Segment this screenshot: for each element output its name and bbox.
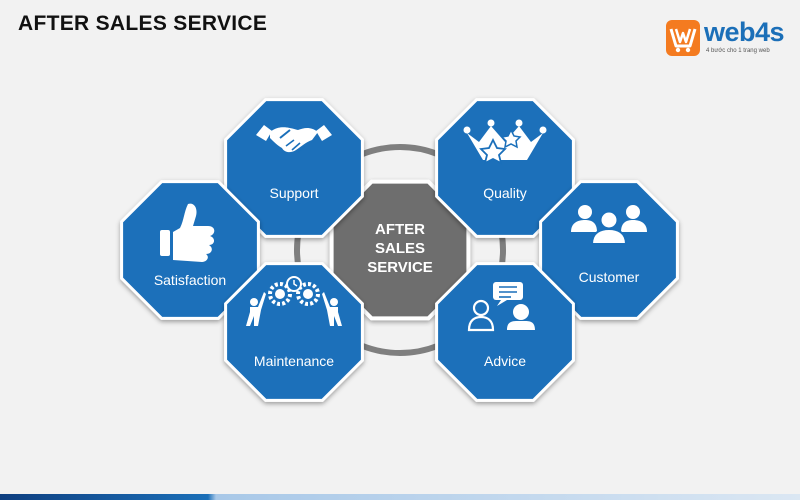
web4s-logo: web4s 4 bước cho 1 trang web xyxy=(666,17,788,60)
crown-icon xyxy=(463,119,547,165)
page-title: AFTER SALES SERVICE xyxy=(18,12,268,35)
handshake-icon xyxy=(256,125,332,153)
center-node: AFTER SALES SERVICE xyxy=(329,179,471,321)
bottom-accent-bar xyxy=(0,494,800,500)
center-line-2: SALES xyxy=(375,240,425,257)
node-support: Support xyxy=(224,98,364,238)
node-label-quality: Quality xyxy=(483,185,527,201)
node-label-advice: Advice xyxy=(484,353,526,369)
node-maintenance: Maintenance xyxy=(224,262,364,402)
node-advice: Advice xyxy=(435,262,575,402)
gears-icon xyxy=(246,276,342,326)
center-line-3: SERVICE xyxy=(367,259,433,276)
thumbs-up-icon xyxy=(160,203,215,262)
node-label-maintenance: Maintenance xyxy=(254,353,334,369)
node-label-support: Support xyxy=(269,185,318,201)
logo-cart-icon xyxy=(666,20,700,56)
node-satisfaction: Satisfaction xyxy=(120,180,260,320)
node-label-satisfaction: Satisfaction xyxy=(154,272,226,288)
logo-name: web4s xyxy=(704,17,785,47)
people-icon xyxy=(571,205,647,245)
node-quality: Quality xyxy=(435,98,575,238)
logo-tagline: 4 bước cho 1 trang web xyxy=(706,48,770,54)
connector-ring xyxy=(294,144,506,356)
advice-icon xyxy=(467,282,535,332)
node-label-customer: Customer xyxy=(579,269,640,285)
center-line-1: AFTER xyxy=(375,221,425,238)
node-customer: Customer xyxy=(539,180,679,320)
